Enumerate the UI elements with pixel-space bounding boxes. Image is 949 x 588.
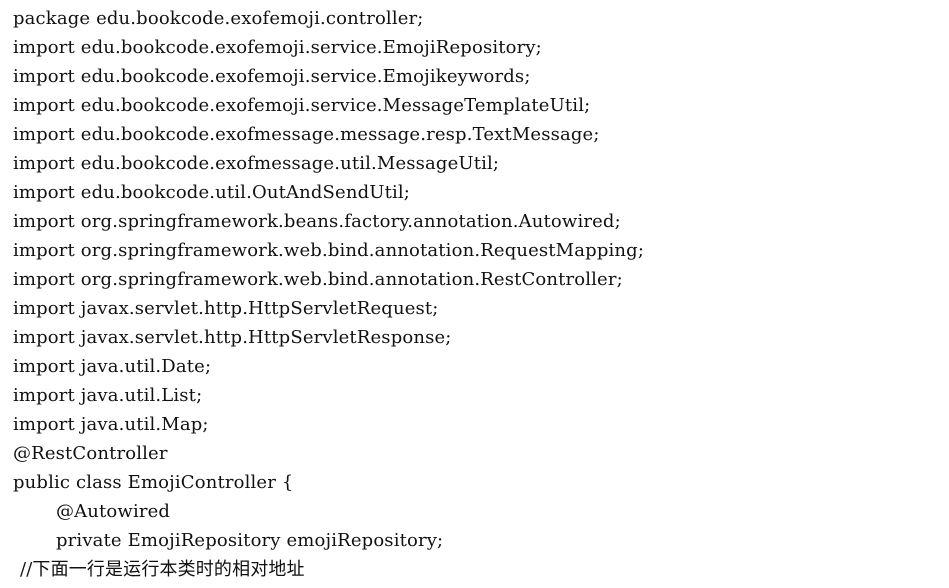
import-list: import java.util.List; <box>13 385 203 406</box>
import-emoji-repository: import edu.bookcode.exofemoji.service.Em… <box>13 37 542 58</box>
import-request-mapping: import org.springframework.web.bind.anno… <box>13 240 645 261</box>
repository-field: private EmojiRepository emojiRepository; <box>56 530 444 551</box>
import-out-and-send-util: import edu.bookcode.util.OutAndSendUtil; <box>13 182 410 203</box>
import-autowired: import org.springframework.beans.factory… <box>13 211 621 232</box>
import-http-servlet-request: import javax.servlet.http.HttpServletReq… <box>13 298 439 319</box>
import-message-util: import edu.bookcode.exofmessage.util.Mes… <box>13 153 500 174</box>
import-emoji-keywords: import edu.bookcode.exofemoji.service.Em… <box>13 66 531 87</box>
import-http-servlet-response: import javax.servlet.http.HttpServletRes… <box>13 327 452 348</box>
rest-controller-annotation: @RestController <box>13 443 168 464</box>
autowired-annotation: @Autowired <box>56 501 171 522</box>
import-text-message: import edu.bookcode.exofmessage.message.… <box>13 124 600 145</box>
import-date: import java.util.Date; <box>13 356 212 377</box>
import-rest-controller: import org.springframework.web.bind.anno… <box>13 269 623 290</box>
import-message-template-util: import edu.bookcode.exofemoji.service.Me… <box>13 95 591 116</box>
package-declaration: package edu.bookcode.exofemoji.controlle… <box>13 8 424 29</box>
class-declaration: public class EmojiController { <box>13 472 294 493</box>
import-map: import java.util.Map; <box>13 414 209 435</box>
chinese-comment: //下面一行是运行本类时的相对地址 <box>20 559 305 580</box>
